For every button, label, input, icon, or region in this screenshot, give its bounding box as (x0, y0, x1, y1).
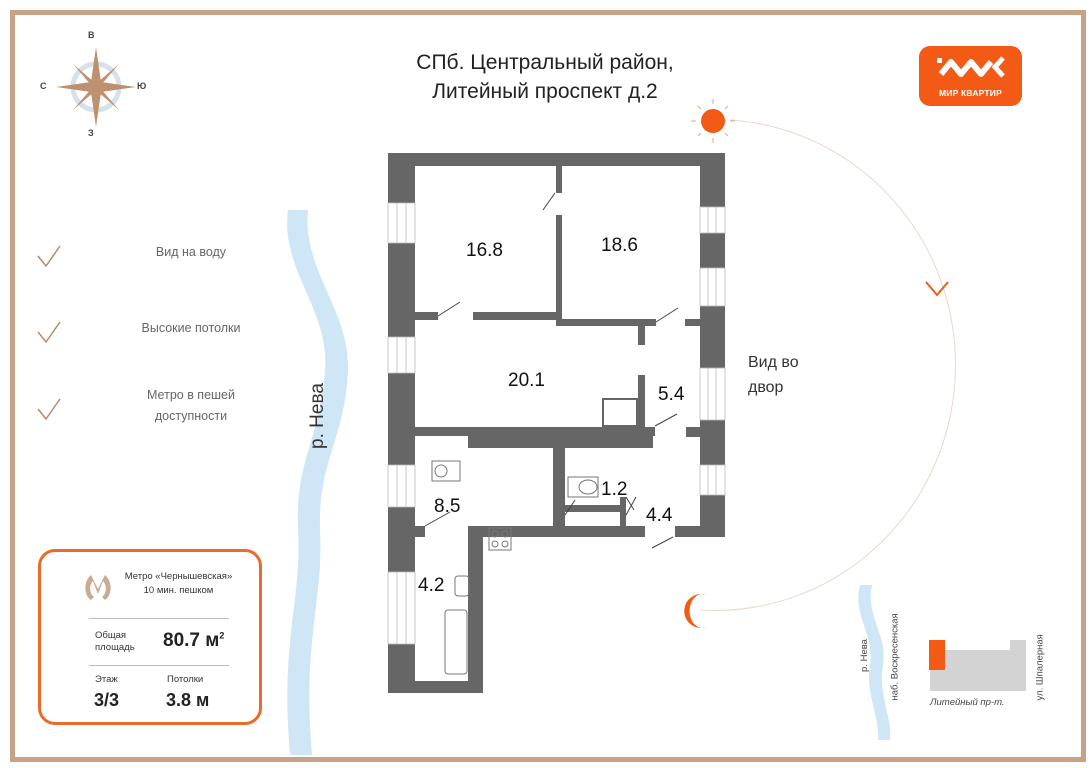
page-title: СПб. Центральный район, Литейный проспек… (340, 48, 750, 106)
minimap-embankment-label: наб. Воскресенская (889, 613, 901, 701)
total-area-number: 80.7 м (163, 630, 220, 651)
room-area-5-4: 5.4 (658, 384, 685, 405)
total-area-label: Общая площадь (95, 630, 135, 654)
metro-station: Метро «Чернышевская» (124, 571, 233, 582)
view-label-line-2: двор (748, 379, 784, 396)
title-line-2: Литейный проспект д.2 (432, 80, 658, 103)
check-icon (37, 398, 61, 421)
location-minimap (858, 585, 1026, 740)
page-frame (10, 10, 1086, 762)
room-area-1-2: 1.2 (601, 479, 628, 500)
floor-label: Этаж (95, 674, 118, 685)
toilet-icon (567, 476, 599, 498)
feature-label: Высокие потолки (141, 321, 241, 335)
ceiling-value: 3.8 м (166, 690, 210, 710)
metro-walk-time: 10 мин. пешком (143, 585, 214, 596)
feature-water-view: Вид на воду (36, 240, 266, 280)
room-area-4-4: 4.4 (646, 505, 673, 526)
logo-mark-icon (937, 56, 1005, 78)
room-area-4-2: 4.2 (418, 575, 445, 596)
moon-icon (684, 594, 707, 629)
total-area-label-1: Общая (95, 630, 127, 641)
brand-logo: МИР КВАРТИР (919, 46, 1022, 106)
compass-north: В (88, 30, 95, 40)
logo-text: МИР КВАРТИР (939, 88, 1002, 98)
metro-logo-icon (85, 575, 111, 600)
total-area-unit-sup: 2 (219, 630, 225, 641)
minimap-street-label: ул. Шпалерная (1034, 634, 1046, 701)
bathtub-icon (444, 609, 468, 675)
title-line-1: СПб. Центральный район, (416, 51, 674, 74)
feature-high-ceilings: Высокие потолки (36, 316, 266, 356)
room-area-20-1: 20.1 (508, 370, 545, 391)
river-neva (287, 210, 349, 755)
minimap-avenue-label: Литейный пр-т. (930, 697, 1005, 708)
feature-label: доступности (154, 409, 228, 423)
feature-metro-walk: Метро в пешей доступности (36, 388, 266, 437)
total-area-value: 80.7 м2 (163, 630, 224, 652)
view-label-line-1: Вид во (748, 354, 799, 371)
room-area-16-8: 16.8 (466, 240, 503, 261)
building-marker (929, 640, 945, 670)
room-area-18-6: 18.6 (601, 235, 638, 256)
sun-icon (691, 99, 735, 143)
stove-icon (488, 527, 512, 551)
washbasin-icon (454, 575, 470, 597)
feature-label: Вид на воду (155, 245, 227, 259)
sink-icon (431, 460, 461, 482)
compass-rose: В С Ю З (40, 30, 150, 140)
sun-path (684, 99, 956, 629)
direction-chevron-icon (925, 281, 949, 297)
compass-icon (56, 47, 136, 127)
ceiling-label: Потолки (167, 674, 204, 685)
room-area-8-5: 8.5 (434, 496, 461, 517)
compass-south: З (88, 128, 94, 138)
compass-east: Ю (137, 81, 147, 91)
info-card: Метро «Чернышевская» 10 мин. пешком Обща… (38, 549, 262, 725)
floor-value: 3/3 (94, 690, 120, 710)
windows (387, 202, 726, 645)
check-icon (37, 245, 61, 268)
total-area-label-2: площадь (95, 642, 135, 653)
feature-label: Метро в пешей (147, 388, 235, 402)
check-icon (37, 321, 61, 344)
compass-west: С (40, 81, 47, 91)
minimap-river-label: р. Нева (858, 639, 870, 672)
metro-info: Метро «Чернышевская» 10 мин. пешком (111, 570, 246, 598)
divider (89, 618, 229, 619)
divider (89, 665, 229, 666)
view-label: Вид во двор (748, 350, 799, 400)
